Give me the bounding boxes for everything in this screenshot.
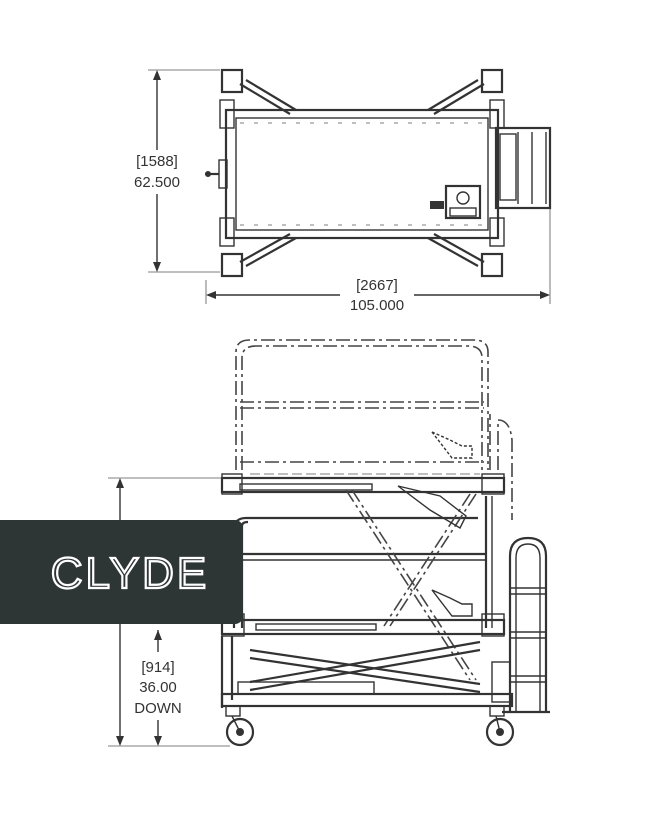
clyde-logo: CLYDE xyxy=(50,548,209,599)
raised-guardrail-phantom xyxy=(235,339,513,520)
height-metric-label: [1588] xyxy=(136,153,178,170)
lowered-metric-label: [914] xyxy=(141,659,174,676)
top-view-ladder xyxy=(494,126,552,210)
scissor-mechanism xyxy=(249,485,481,694)
height-imperial-label: 62.500 xyxy=(134,174,180,191)
control-box-icon xyxy=(430,184,482,220)
lowered-height-dimension: [914] 36.00 DOWN xyxy=(108,477,230,747)
crank-handle-icon xyxy=(205,159,228,189)
raised-deck-phantom xyxy=(220,473,506,495)
base-frame xyxy=(220,636,514,708)
side-ladder xyxy=(502,536,550,714)
lowered-note-label: DOWN xyxy=(134,700,182,717)
lowered-imperial-label: 36.00 xyxy=(139,679,177,696)
top-view: [1588] 62.500 [2667] 105.000 xyxy=(134,68,552,314)
top-view-height-dimension: [1588] 62.500 xyxy=(134,69,220,273)
lowered-deck xyxy=(220,589,506,637)
top-view-platform xyxy=(205,68,552,278)
logo-text: CLYDE xyxy=(51,549,209,598)
width-metric-label: [2667] xyxy=(356,277,398,294)
width-imperial-label: 105.000 xyxy=(350,297,404,314)
caster-wheel-icon xyxy=(225,705,255,747)
logo-panel: CLYDE xyxy=(0,520,243,624)
caster-wheel-icon xyxy=(485,705,515,747)
